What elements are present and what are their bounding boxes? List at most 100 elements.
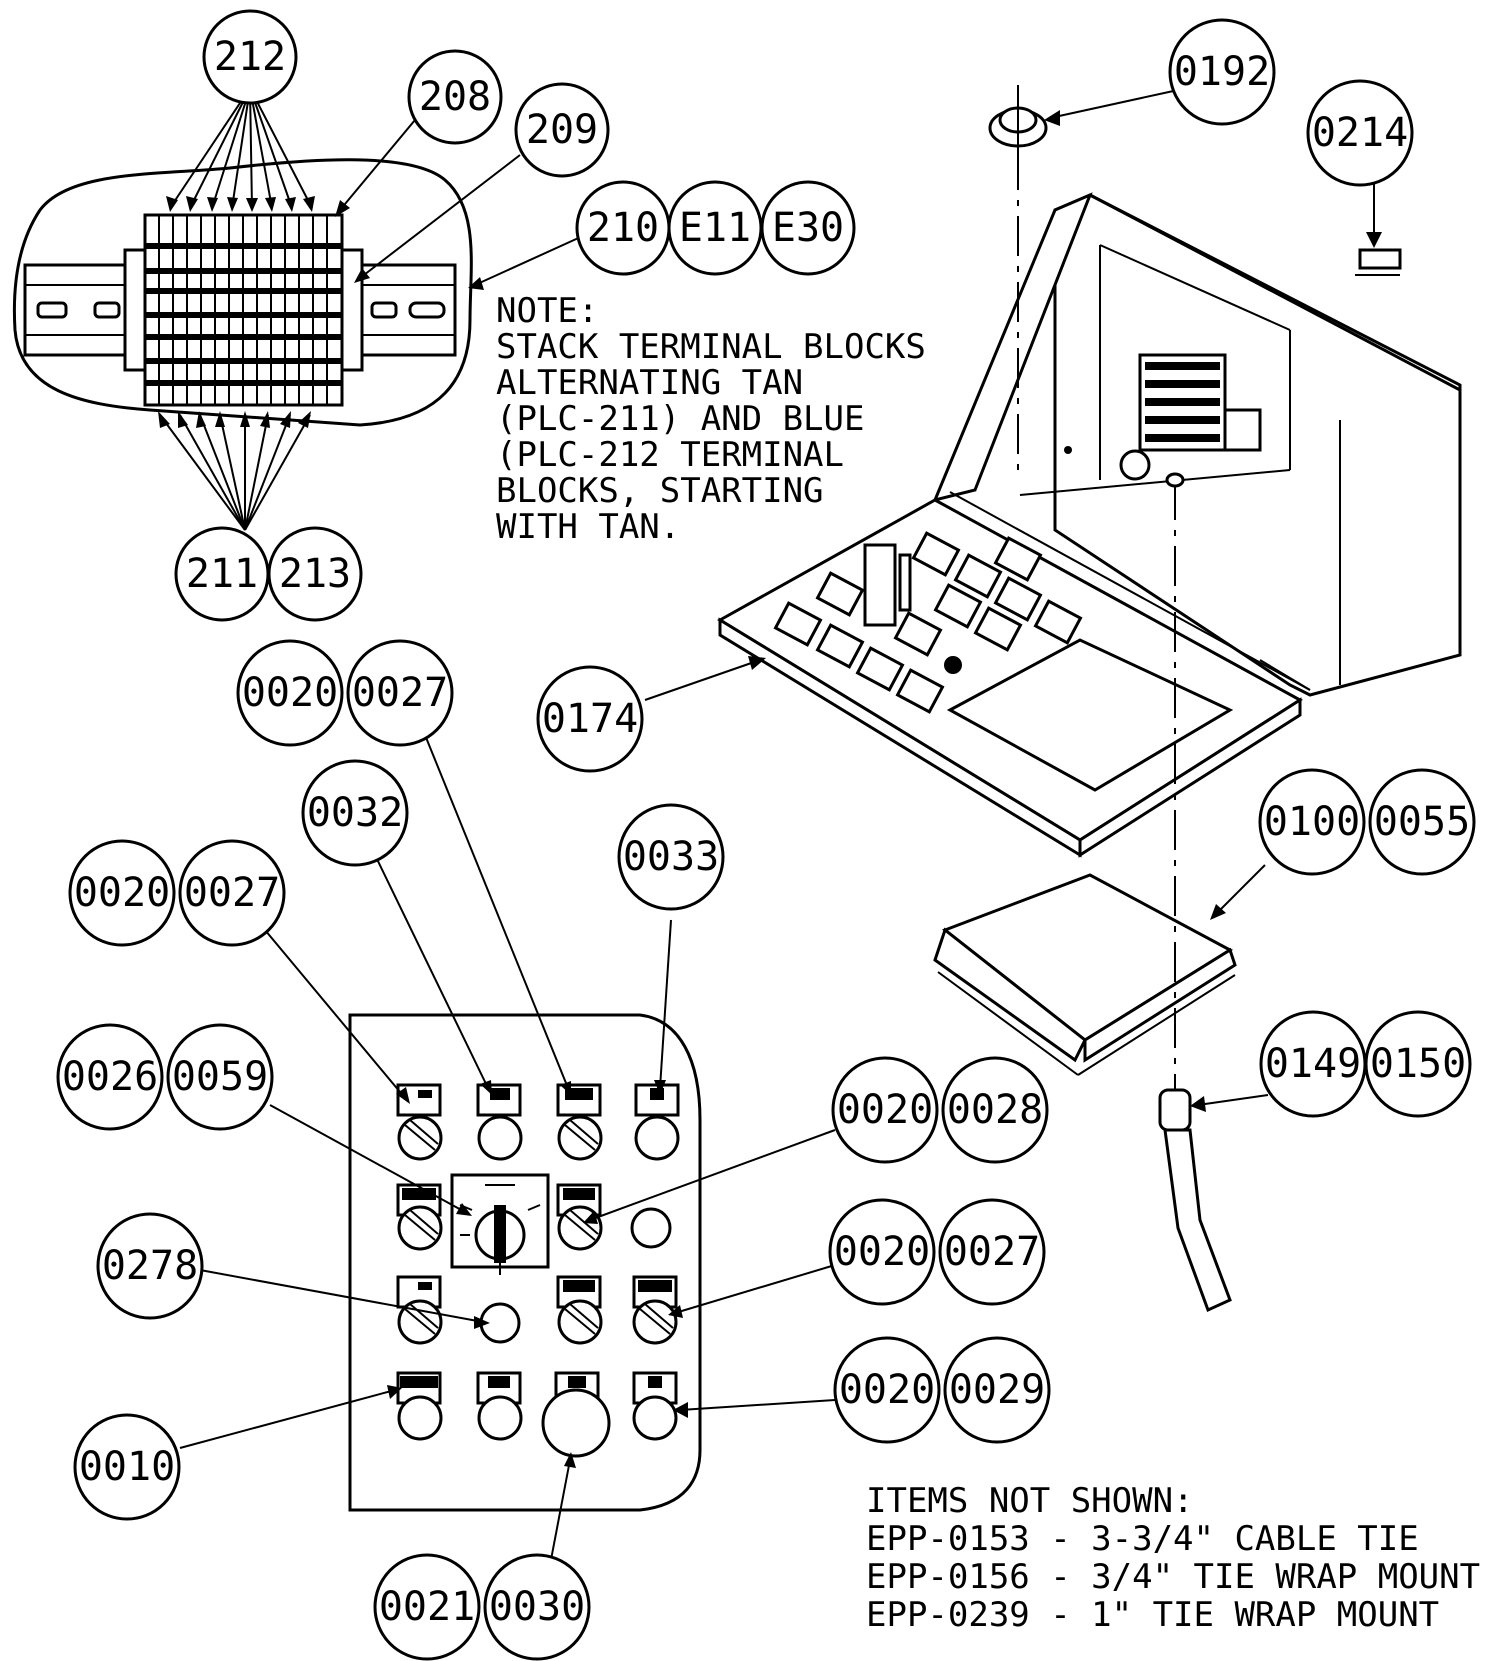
svg-text:0059: 0059 (172, 1054, 268, 1100)
svg-text:0020: 0020 (242, 670, 338, 716)
pilot-light-r2c4 (630, 1207, 672, 1249)
callout-210: 210 (575, 180, 671, 276)
svg-text:211: 211 (186, 551, 258, 597)
svg-text:0020: 0020 (839, 1367, 935, 1413)
callout-0026: 0026 (56, 1023, 164, 1131)
grommet-top (988, 85, 1048, 150)
callout-0010: 0010 (73, 1413, 181, 1521)
note-line-7: WITH TAN. (496, 507, 680, 547)
svg-text:0027: 0027 (944, 1229, 1040, 1275)
svg-text:212: 212 (214, 34, 286, 80)
items-not-shown-line-1: ITEMS NOT SHOWN: (866, 1481, 1194, 1521)
svg-text:0021: 0021 (379, 1584, 475, 1630)
terminal-block-note: NOTE: STACK TERMINAL BLOCKS ALTERNATING … (496, 291, 926, 547)
pushbutton-r4c2 (476, 1371, 523, 1441)
svg-text:0214: 0214 (1312, 110, 1408, 156)
svg-text:209: 209 (526, 107, 598, 153)
note-line-1: NOTE: (496, 291, 598, 331)
rotary-selector (450, 1173, 550, 1275)
pushbutton-r4c4 (632, 1371, 678, 1441)
callout-0059: 0059 (166, 1023, 274, 1131)
callout-0192: 0192 (1168, 18, 1276, 126)
svg-text:0020: 0020 (834, 1229, 930, 1275)
callout-0174: 0174 (536, 665, 644, 773)
svg-text:0055: 0055 (1374, 799, 1470, 845)
callout-0055: 0055 (1368, 768, 1476, 876)
callout-0028: 0028 (941, 1056, 1049, 1164)
callout-0020-e: 0020 (833, 1336, 941, 1444)
svg-text:0150: 0150 (1370, 1041, 1466, 1087)
callout-bubbles: 212 208 209 210 E11 E30 211 213 0192 021… (56, 9, 1476, 1661)
console-enclosure (644, 85, 1462, 1313)
callout-E11: E11 (667, 180, 763, 276)
svg-text:0027: 0027 (352, 670, 448, 716)
callout-0030: 0030 (483, 1553, 591, 1661)
selector-switch-r3c1 (396, 1275, 443, 1345)
callout-0027-c: 0027 (938, 1198, 1046, 1306)
callout-0020-d: 0020 (828, 1198, 936, 1306)
svg-text:0026: 0026 (62, 1054, 158, 1100)
callout-209: 209 (514, 82, 610, 178)
selector-switch-r3c3 (556, 1275, 603, 1345)
callout-0027-b: 0027 (178, 839, 286, 947)
selector-switch-r3c4 (632, 1275, 678, 1345)
svg-text:E11: E11 (679, 205, 751, 251)
svg-text:0032: 0032 (307, 790, 403, 836)
callout-211: 211 (174, 526, 270, 622)
callout-0149: 0149 (1259, 1010, 1367, 1118)
pushbutton-r4c1 (396, 1371, 443, 1441)
svg-text:0028: 0028 (947, 1087, 1043, 1133)
svg-text:210: 210 (587, 205, 659, 251)
svg-text:0027: 0027 (184, 870, 280, 916)
callout-212: 212 (202, 9, 298, 105)
callout-0020-a: 0020 (236, 639, 344, 747)
terminal-block-detail (12, 87, 586, 531)
pushbutton-r1c4 (634, 1083, 680, 1161)
callout-0278: 0278 (96, 1212, 204, 1320)
svg-text:0020: 0020 (837, 1087, 933, 1133)
operator-panel (179, 734, 836, 1566)
pushbutton-r1c2 (476, 1083, 523, 1161)
callout-0029: 0029 (943, 1336, 1051, 1444)
svg-text:0192: 0192 (1174, 49, 1270, 95)
svg-text:0278: 0278 (102, 1243, 198, 1289)
svg-text:0149: 0149 (1265, 1041, 1361, 1087)
callout-213: 213 (267, 526, 363, 622)
selector-switch-r1c3 (556, 1083, 603, 1161)
note-line-4: (PLC-211) AND BLUE (496, 399, 864, 439)
callout-0021: 0021 (373, 1553, 481, 1661)
items-not-shown-note: ITEMS NOT SHOWN: EPP-0153 - 3-3/4" CABLE… (866, 1481, 1480, 1635)
svg-text:0030: 0030 (489, 1584, 585, 1630)
console-buttons (773, 531, 1083, 714)
callout-0020-b: 0020 (68, 839, 176, 947)
items-not-shown-line-4: EPP-0239 - 1" TIE WRAP MOUNT (866, 1595, 1439, 1635)
svg-text:0029: 0029 (949, 1367, 1045, 1413)
mushroom-pushbutton (541, 1371, 611, 1458)
svg-text:E30: E30 (772, 205, 844, 251)
callout-0150: 0150 (1364, 1010, 1472, 1118)
svg-text:0010: 0010 (79, 1444, 175, 1490)
callout-0020-c: 0020 (831, 1056, 939, 1164)
callout-0033: 0033 (617, 803, 725, 911)
mounting-clip (1355, 170, 1402, 276)
callout-E30: E30 (760, 180, 856, 276)
callout-0032: 0032 (301, 759, 409, 867)
svg-text:0033: 0033 (623, 834, 719, 880)
svg-text:0020: 0020 (74, 870, 170, 916)
note-line-3: ALTERNATING TAN (496, 363, 803, 403)
callout-0214: 0214 (1306, 79, 1414, 187)
svg-text:0174: 0174 (542, 696, 638, 742)
cable-gland (1158, 472, 1269, 1313)
note-line-2: STACK TERMINAL BLOCKS (496, 327, 926, 367)
callout-0027-a: 0027 (346, 639, 454, 747)
svg-text:213: 213 (279, 551, 351, 597)
callout-0100: 0100 (1258, 768, 1366, 876)
note-line-6: BLOCKS, STARTING (496, 471, 824, 511)
svg-text:208: 208 (419, 74, 491, 120)
svg-text:0100: 0100 (1264, 799, 1360, 845)
items-not-shown-line-3: EPP-0156 - 3/4" TIE WRAP MOUNT (866, 1557, 1480, 1597)
selector-switch-r2c1 (396, 1183, 443, 1251)
internal-terminal-strip (1138, 353, 1262, 452)
note-line-5: (PLC-212 TERMINAL (496, 435, 844, 475)
